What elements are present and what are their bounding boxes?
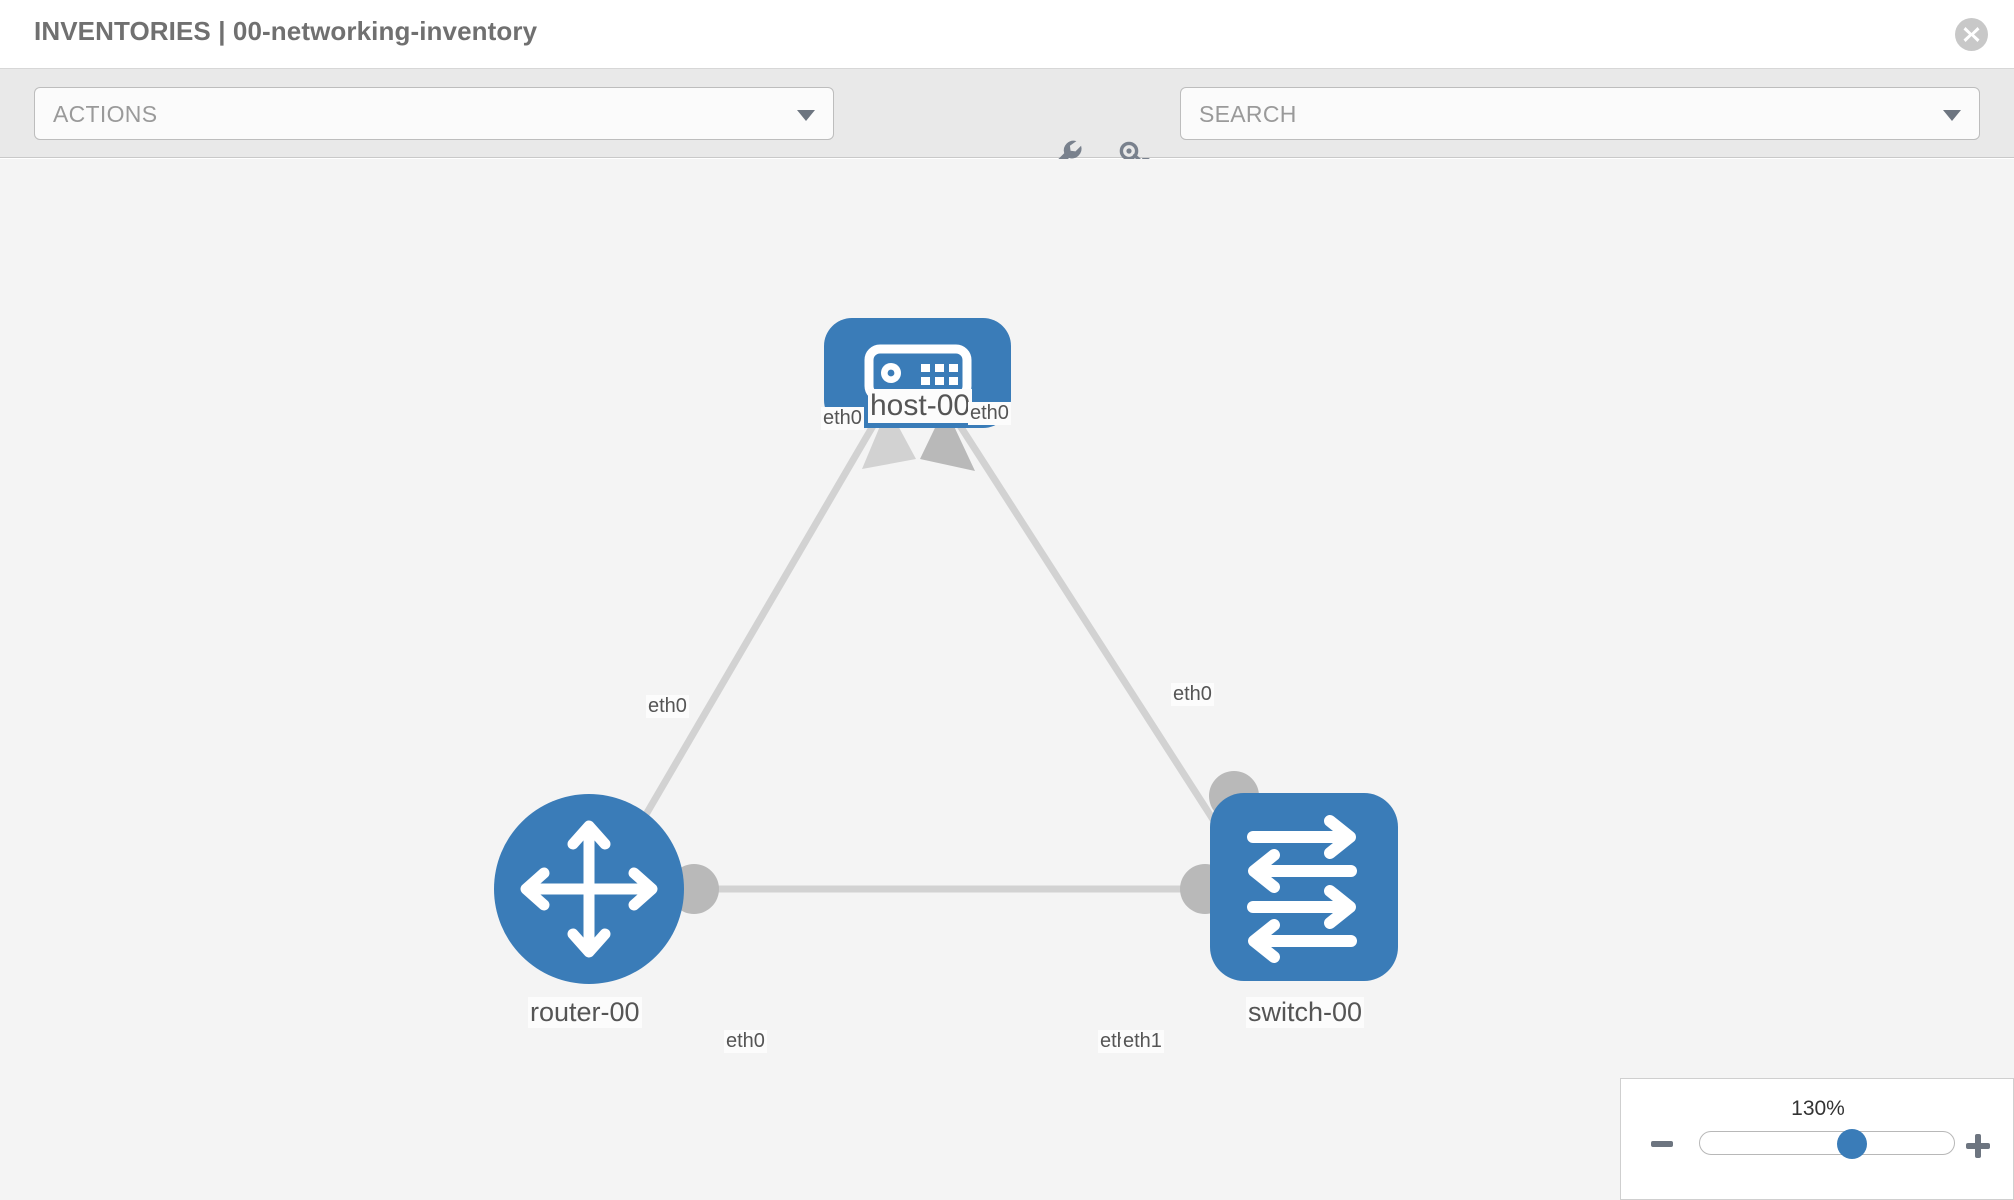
search-input[interactable]: SEARCH (1180, 87, 1980, 140)
close-button[interactable] (1955, 18, 1988, 51)
zoom-out-button[interactable] (1649, 1131, 1675, 1157)
edge-label-switch-left: eth1 (1121, 1030, 1164, 1053)
router-arrows-icon (520, 820, 658, 958)
zoom-control-panel: 130% (1620, 1078, 2014, 1200)
node-switch-00[interactable] (1210, 793, 1398, 981)
connector-handle-host-right[interactable] (920, 407, 975, 471)
toolbar: ACTIONS SEARCH (0, 69, 2014, 169)
connector-handle-host-left[interactable] (862, 407, 916, 469)
chevron-down-icon (797, 110, 815, 121)
edge-label-router-right: eth0 (724, 1030, 767, 1053)
page-header: INVENTORIES | 00-networking-inventory (0, 0, 2014, 69)
actions-dropdown[interactable]: ACTIONS (34, 87, 834, 140)
plus-icon (1966, 1134, 1990, 1158)
edge-label-switch-upper: eth0 (1171, 683, 1214, 706)
node-label-host-00: host-00 (868, 389, 973, 423)
switch-arrows-icon (1247, 815, 1357, 963)
zoom-slider-track[interactable] (1699, 1131, 1955, 1155)
zoom-level-value: 130% (1791, 1097, 1845, 1120)
node-label-switch-00: switch-00 (1246, 997, 1365, 1028)
node-router-00[interactable] (494, 794, 684, 984)
chevron-down-icon (1943, 110, 1961, 121)
edge-host-switch[interactable] (945, 405, 1235, 851)
edge-label-router-upper: eth0 (646, 695, 689, 718)
edge-label-host-right: eth0 (968, 402, 1011, 425)
close-icon (1963, 27, 1980, 42)
actions-dropdown-label: ACTIONS (53, 101, 158, 127)
topology-graph (494, 318, 1398, 984)
search-placeholder: SEARCH (1199, 101, 1297, 127)
zoom-in-button[interactable] (1963, 1131, 1993, 1161)
node-label-router-00: router-00 (528, 997, 642, 1028)
minus-icon (1651, 1141, 1673, 1147)
edge-host-router[interactable] (616, 405, 888, 861)
topology-canvas[interactable]: host-00 router-00 switch-00 eth0 eth0 et… (0, 159, 2014, 1200)
zoom-slider-thumb[interactable] (1836, 1129, 1867, 1159)
edge-label-host-left: eth0 (821, 407, 864, 430)
page-title: INVENTORIES | 00-networking-inventory (34, 16, 538, 46)
